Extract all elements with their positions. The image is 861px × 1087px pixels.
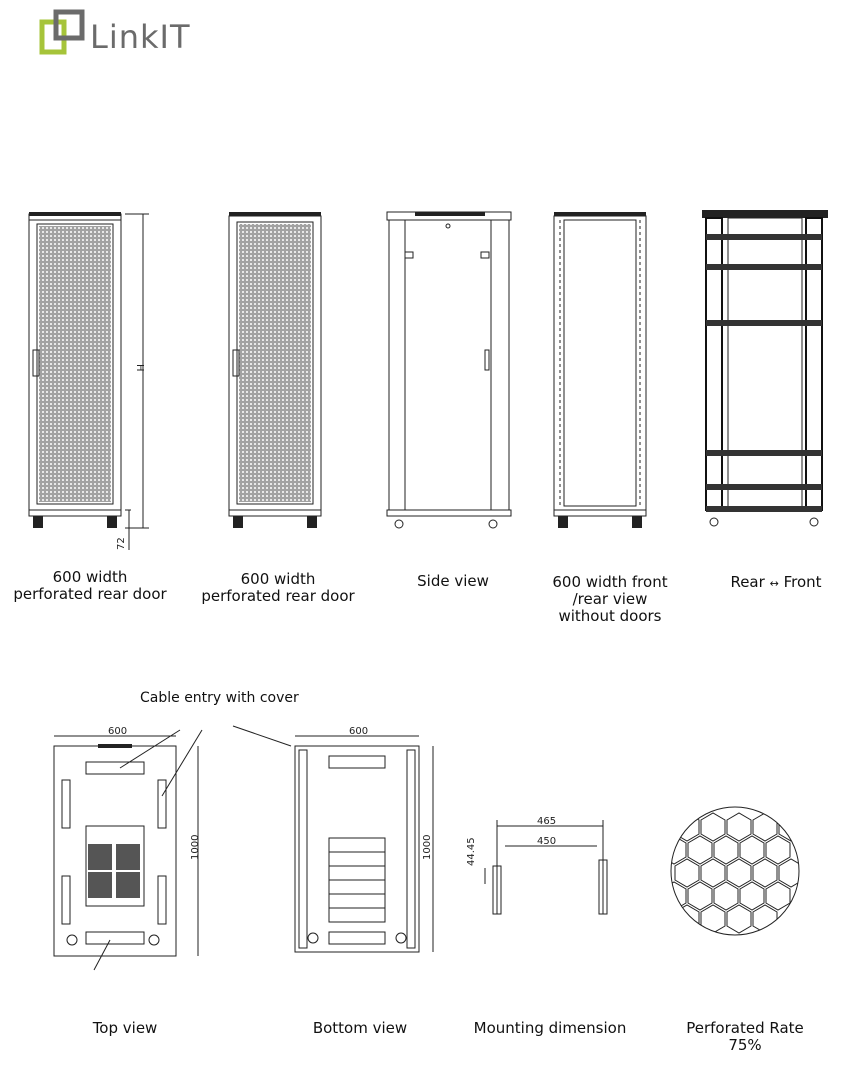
svg-text:H: H: [134, 364, 145, 372]
svg-text:600: 600: [349, 726, 368, 737]
svg-text:72: 72: [116, 537, 127, 550]
mount-unit-label: 44.45: [466, 837, 477, 866]
front-height-label: H: [134, 364, 145, 372]
brand-name: LinkIT: [90, 18, 191, 56]
svg-text:44.45: 44.45: [466, 837, 477, 866]
svg-text:1000: 1000: [190, 835, 201, 860]
bottom-depth-label: 1000: [422, 835, 433, 860]
top-depth-label: 1000: [190, 835, 201, 860]
frame-view-drawing: [702, 210, 828, 527]
brand-logo: LinkIT: [39, 9, 220, 60]
perforation-pattern-drawing: [670, 806, 800, 936]
svg-text:600: 600: [108, 726, 127, 737]
svg-text:465: 465: [537, 816, 556, 827]
caption-front: 600 width perforated rear door: [13, 568, 167, 603]
side-view-drawing: [386, 211, 512, 529]
front-foot-label: 72: [116, 537, 127, 550]
svg-text:1000: 1000: [422, 835, 433, 860]
logo-mark-icon: [39, 9, 85, 55]
caption-perforation: Perforated Rate 75%: [686, 1019, 804, 1054]
svg-text:450: 450: [537, 836, 556, 847]
open-view-drawing: [553, 212, 647, 528]
mount-dimension-drawing: 465 450: [484, 816, 608, 915]
caption-side: Side view: [417, 572, 489, 590]
top-view-drawing: 600: [53, 726, 203, 971]
bottom-view-drawing: 600: [232, 725, 434, 953]
caption-mount: Mounting dimension: [473, 1019, 627, 1037]
caption-top-view: Top view: [92, 1019, 158, 1037]
cable-entry-label: Cable entry with cover: [140, 690, 299, 706]
caption-rear: 600 width perforated rear door: [201, 570, 355, 605]
caption-bottom-view: Bottom view: [312, 1019, 408, 1037]
front-view-drawing: [28, 212, 149, 550]
caption-frame: Rear ↔ Front: [730, 573, 822, 591]
caption-open: 600 width front /rear view without doors: [552, 573, 668, 625]
rear-view-drawing: [228, 212, 322, 528]
double-arrow-icon: ↔: [769, 577, 779, 590]
